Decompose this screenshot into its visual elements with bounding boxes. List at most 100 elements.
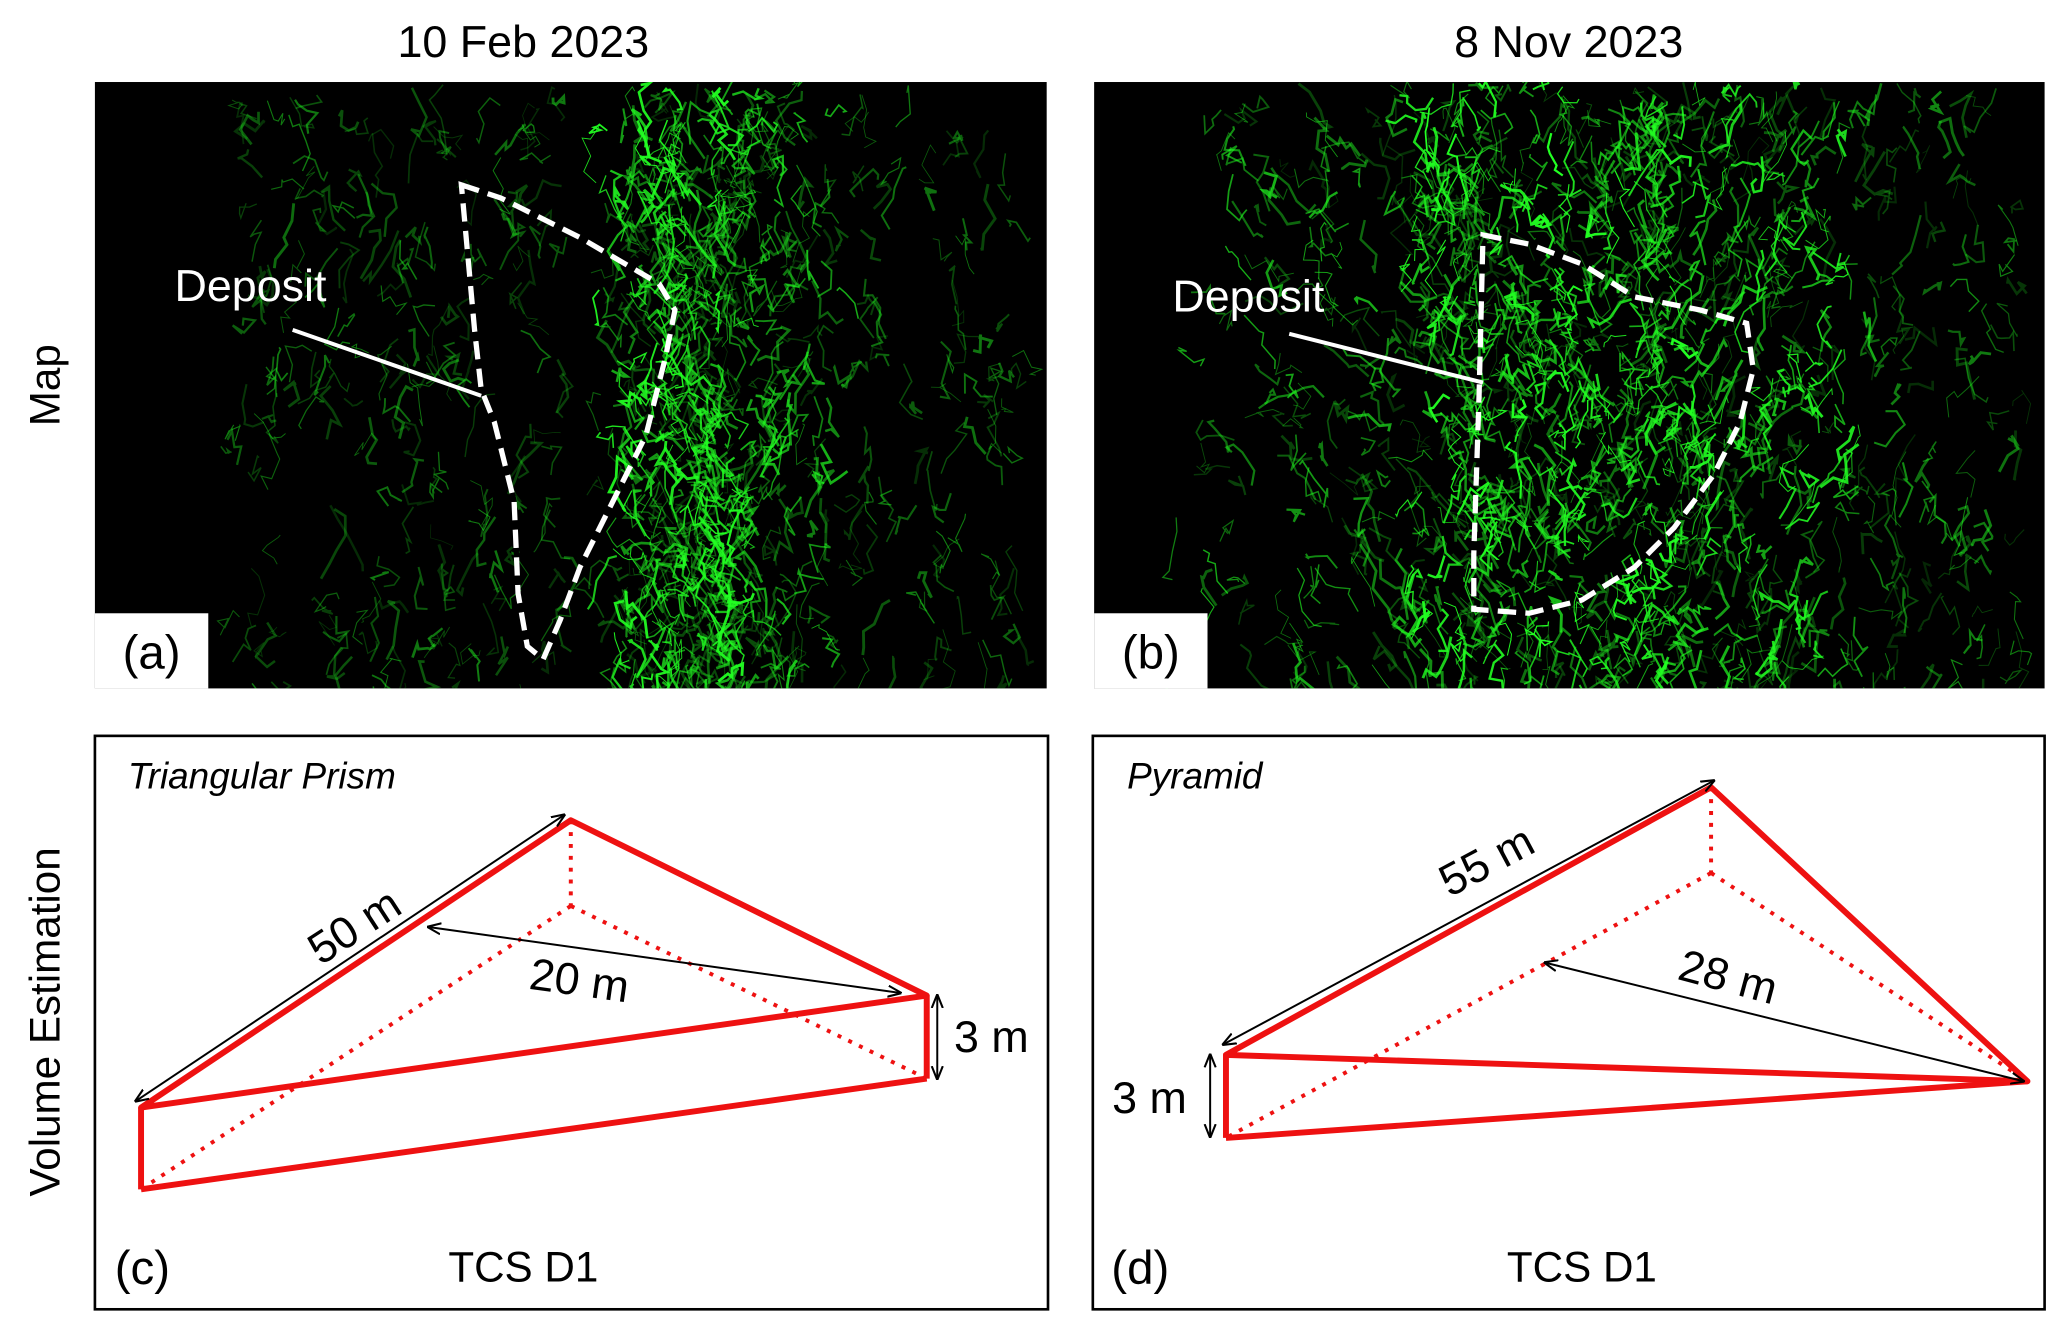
point-cloud-stroke — [1554, 285, 1567, 313]
point-cloud-stroke — [1605, 192, 1620, 264]
point-cloud-stroke — [289, 96, 315, 129]
point-cloud-stroke — [1680, 404, 1717, 461]
point-cloud-stroke — [796, 164, 821, 237]
point-cloud-stroke — [1569, 646, 1611, 689]
point-cloud-stroke — [1221, 145, 1243, 164]
point-cloud-stroke — [1639, 362, 1659, 379]
point-cloud-stroke — [703, 234, 725, 278]
point-cloud-stroke — [326, 647, 346, 681]
point-cloud-stroke — [1754, 618, 1783, 679]
point-cloud-stroke — [352, 609, 369, 645]
point-cloud-stroke — [1489, 516, 1502, 544]
point-cloud-stroke — [1411, 188, 1445, 211]
point-cloud-stroke — [773, 210, 790, 258]
point-cloud-stroke — [1806, 374, 1828, 398]
point-cloud-stroke — [1544, 553, 1571, 610]
point-cloud-stroke — [918, 591, 928, 612]
point-cloud-stroke — [751, 588, 765, 665]
point-cloud-stroke — [686, 246, 705, 272]
point-cloud-stroke — [618, 372, 645, 420]
point-cloud-stroke — [727, 291, 742, 324]
point-cloud-stroke — [337, 109, 360, 133]
point-cloud-stroke — [783, 496, 802, 536]
point-cloud-stroke — [586, 476, 605, 496]
point-cloud-stroke — [691, 478, 709, 526]
point-cloud-stroke — [1712, 106, 1738, 129]
point-cloud-stroke — [1456, 481, 1490, 516]
point-cloud-stroke — [1835, 425, 1856, 465]
point-cloud-stroke — [695, 622, 714, 686]
point-cloud-stroke — [1667, 341, 1690, 353]
point-cloud-stroke — [1494, 293, 1512, 339]
point-cloud-stroke — [622, 298, 639, 355]
point-cloud-stroke — [1773, 206, 1792, 223]
point-cloud-stroke — [1784, 85, 1800, 124]
point-cloud-stroke — [691, 639, 709, 655]
point-cloud-stroke — [1774, 596, 1816, 652]
point-cloud-stroke — [1819, 443, 1860, 489]
point-cloud-stroke — [1514, 414, 1529, 443]
point-cloud-stroke — [403, 683, 407, 689]
point-cloud-stroke — [1594, 159, 1616, 192]
point-cloud-stroke — [1621, 260, 1638, 291]
point-cloud-stroke — [272, 203, 296, 269]
point-cloud-stroke — [1547, 595, 1563, 633]
point-cloud-stroke — [1550, 627, 1572, 676]
point-cloud-stroke — [655, 252, 682, 282]
point-cloud-stroke — [1568, 227, 1604, 257]
point-cloud-stroke — [1581, 172, 1608, 190]
point-cloud-stroke — [1506, 309, 1535, 369]
point-cloud-stroke — [1318, 440, 1329, 467]
point-cloud-stroke — [533, 429, 561, 444]
point-cloud-stroke — [1778, 444, 1810, 493]
point-cloud-stroke — [722, 207, 730, 256]
point-cloud-stroke — [1886, 628, 1907, 648]
point-cloud-stroke — [1793, 195, 1818, 222]
point-cloud-stroke — [1593, 495, 1612, 514]
point-cloud-stroke — [607, 667, 617, 689]
point-cloud-stroke — [1196, 442, 1211, 474]
point-cloud-stroke — [675, 669, 691, 689]
point-cloud-stroke — [747, 377, 778, 389]
point-cloud-stroke — [1335, 655, 1361, 689]
point-cloud-stroke — [350, 343, 369, 359]
point-cloud-stroke — [718, 538, 743, 571]
point-cloud-stroke — [609, 169, 624, 219]
point-cloud-stroke — [1890, 383, 1902, 406]
point-cloud-stroke — [726, 177, 744, 211]
point-cloud-stroke — [1583, 469, 1602, 492]
point-cloud-stroke — [635, 491, 652, 514]
point-cloud-stroke — [292, 155, 329, 182]
point-cloud-stroke — [506, 441, 545, 495]
point-cloud-stroke — [650, 502, 662, 524]
point-cloud-stroke — [1647, 207, 1668, 246]
point-cloud-stroke — [1516, 630, 1557, 658]
point-cloud-stroke — [533, 502, 553, 553]
point-cloud-stroke — [1510, 385, 1521, 423]
point-cloud-stroke — [1709, 274, 1741, 302]
point-cloud-stroke — [1688, 219, 1707, 266]
point-cloud-stroke — [1424, 239, 1447, 296]
point-cloud-stroke — [1667, 416, 1683, 455]
point-cloud-stroke — [436, 138, 457, 158]
point-cloud-stroke — [1459, 387, 1504, 398]
point-cloud-stroke — [749, 580, 774, 621]
point-cloud-stroke — [656, 202, 676, 240]
point-cloud-stroke — [1832, 680, 1843, 689]
point-cloud-stroke — [1626, 379, 1641, 417]
point-cloud-stroke — [1749, 413, 1769, 454]
point-cloud-stroke — [1002, 623, 1022, 645]
point-cloud-stroke — [731, 193, 752, 232]
point-cloud-stroke — [665, 333, 684, 382]
point-cloud-stroke — [1473, 530, 1500, 570]
point-cloud-stroke — [1616, 399, 1636, 419]
point-cloud-stroke — [1476, 313, 1501, 370]
point-cloud-stroke — [1782, 683, 1786, 689]
point-cloud-stroke — [318, 385, 344, 440]
point-cloud-stroke — [1570, 135, 1593, 167]
point-cloud-stroke — [1639, 218, 1657, 245]
point-cloud-stroke — [1732, 657, 1746, 681]
point-cloud-stroke — [744, 103, 761, 130]
point-cloud-stroke — [638, 264, 653, 308]
point-cloud-stroke — [819, 443, 849, 486]
